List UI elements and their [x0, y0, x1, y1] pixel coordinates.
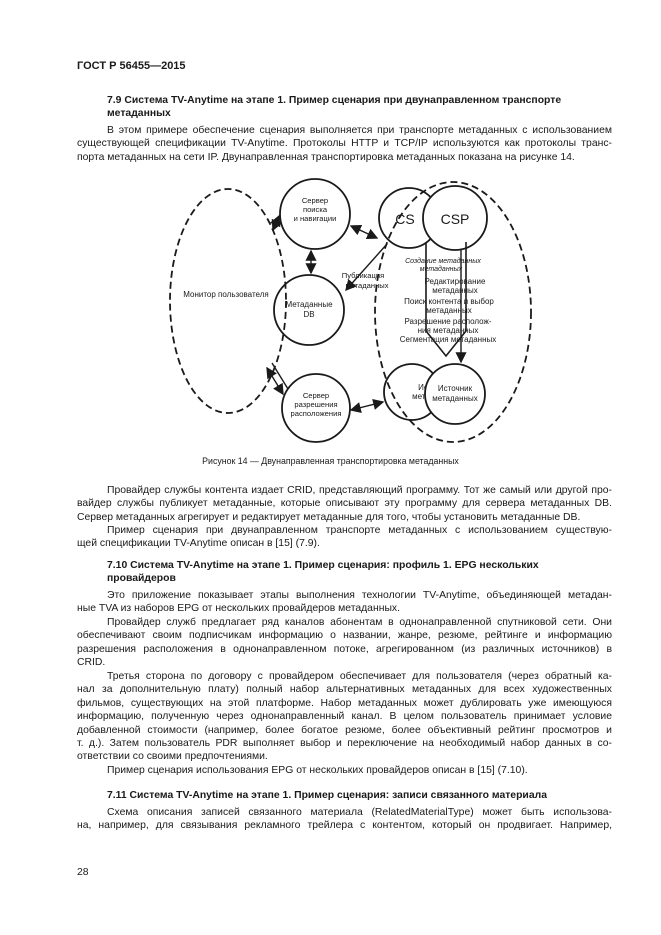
text-line: Провайдер службы контента издает CRID, п…: [107, 485, 612, 496]
paragraph-7-11-intro: Схема описания записей связанного матери…: [77, 806, 612, 833]
text-line: добавленной стоимости (например, более б…: [77, 724, 612, 736]
section-7-11-title: 7.11 Система TV-Anytime на этапе 1. Прим…: [107, 790, 547, 801]
resolve-label: Разрешение располож-: [404, 317, 491, 326]
text-line: Пример сценария использования EPG от нес…: [107, 765, 528, 776]
section-title-line: 7.10 Система TV-Anytime на этапе 1. Прим…: [107, 560, 539, 571]
text-line: Это приложение показывает этапы выполнен…: [107, 590, 612, 601]
text-line: т. д.). Затем пользователь PDR выполняет…: [77, 738, 612, 750]
text-line: информацию, полученную через однонаправл…: [77, 711, 612, 723]
search-select-label: метаданных: [426, 306, 471, 315]
resolution-server-label: Сервер: [303, 391, 329, 400]
resolution-server-label: разрешения: [294, 400, 337, 409]
text-line: вайдер службы публикует метаданные, кото…: [77, 498, 612, 510]
text-line: фильмов, существующих на этой платформе.…: [77, 697, 612, 709]
section-title-line: метаданных: [107, 108, 171, 119]
paragraph-crid: Провайдер службы контента издает CRID, п…: [77, 484, 612, 524]
section-7-9-title: 7.9 Система TV-Anytime на этапе 1. Приме…: [107, 94, 612, 120]
section-7-10-title: 7.10 Система TV-Anytime на этапе 1. Прим…: [107, 559, 612, 585]
page-number: 28: [77, 867, 89, 878]
metadata-provider-ellipse: [374, 181, 532, 443]
text-line: ответствии со своими предпочтениями.: [77, 751, 268, 763]
text-line: Схема описания записей связанного матери…: [107, 807, 612, 818]
text-line: ные TVA из наборов EPG от нескольких про…: [77, 603, 400, 615]
text-line: В этом примере обеспечение сценария выпо…: [107, 125, 612, 136]
creation-label: Создание метаданных: [405, 257, 481, 265]
metadata-db-circle: [273, 274, 345, 346]
text-line: Провайдер служб предлагает ряд каналов а…: [107, 617, 612, 628]
segmentation-label: Сегментация метаданных: [400, 335, 497, 344]
user-monitor-label: Монитор пользователя: [183, 290, 268, 299]
paragraph-7-10-ref: Пример сценария использования EPG от нес…: [77, 764, 612, 777]
text-line: щей спецификации TV-Anytime описан в [15…: [77, 538, 320, 550]
source-left-label: мета: [412, 392, 430, 401]
text-line: на, например, для связывания рекламного …: [77, 820, 612, 832]
process-bracket: [425, 242, 467, 358]
editing-label: Редактирование: [425, 277, 486, 286]
search-server-label: поиска: [303, 205, 328, 214]
user-monitor-ellipse: [169, 188, 287, 414]
text-line: Третья сторона по договору с провайдером…: [107, 671, 612, 682]
paragraph-7-10-intro: Это приложение показывает этапы выполнен…: [77, 589, 612, 616]
paragraph-7-9-ref: Пример сценария при двунаправленном тран…: [77, 524, 612, 551]
text-line: Пример сценария при двунаправленном тран…: [107, 525, 612, 536]
search-select-label: Поиск контента и выбор: [404, 297, 494, 306]
text-line: обеспечивают своим подписчикам информаци…: [77, 630, 612, 642]
publication-label: Публикация: [342, 271, 384, 280]
source-left-label: Ис: [418, 383, 428, 392]
text-line: разрешения расположения в однонаправленн…: [77, 643, 612, 655]
search-server-circle: [279, 178, 351, 250]
text-line: порта метаданных на сети IP. Двунаправле…: [77, 151, 575, 163]
section-title-line: 7.9 Система TV-Anytime на этапе 1. Приме…: [107, 95, 562, 106]
text-line: нал за дополнительную плату) полный набо…: [77, 684, 612, 696]
metadata-db-label: DB: [303, 310, 314, 319]
paragraph-7-10-third-party: Третья сторона по договору с провайдером…: [77, 670, 612, 764]
figure-14-diagram: Монитор пользователя Сервер поиска и нав…: [169, 178, 532, 443]
text-line: CRID.: [77, 657, 106, 669]
resolution-server-label: расположения: [291, 409, 342, 418]
paragraph-7-10-provider: Провайдер служб предлагает ряд каналов а…: [77, 616, 612, 670]
text-line: Сервер метаданных агрегирует и редактиру…: [77, 511, 581, 523]
resolve-label: ния метаданных: [418, 326, 479, 335]
publication-label: метаданных: [345, 281, 388, 290]
source-label: метаданных: [432, 394, 477, 403]
csp-label: CSP: [441, 211, 470, 227]
search-server-label: Сервер: [302, 196, 328, 205]
paragraph-7-9-intro: В этом примере обеспечение сценария выпо…: [77, 124, 612, 164]
search-server-label: и навигации: [294, 214, 337, 223]
source-circle: [424, 363, 486, 425]
creation-label: метаданных: [420, 265, 463, 273]
section-title-line: провайдеров: [107, 573, 176, 584]
source-label: Источник: [438, 384, 473, 393]
editing-label: метаданных: [432, 286, 477, 295]
standard-header: ГОСТ Р 56455—2015: [77, 60, 186, 72]
cs-label: CS: [395, 211, 414, 227]
csp-circle: [422, 185, 488, 251]
figure-caption: Рисунок 14 — Двунаправленная транспортир…: [202, 456, 459, 466]
text-line: существующей спецификации TV-Anytime. Пр…: [77, 138, 612, 150]
metadata-db-label: Метаданные: [285, 300, 333, 309]
